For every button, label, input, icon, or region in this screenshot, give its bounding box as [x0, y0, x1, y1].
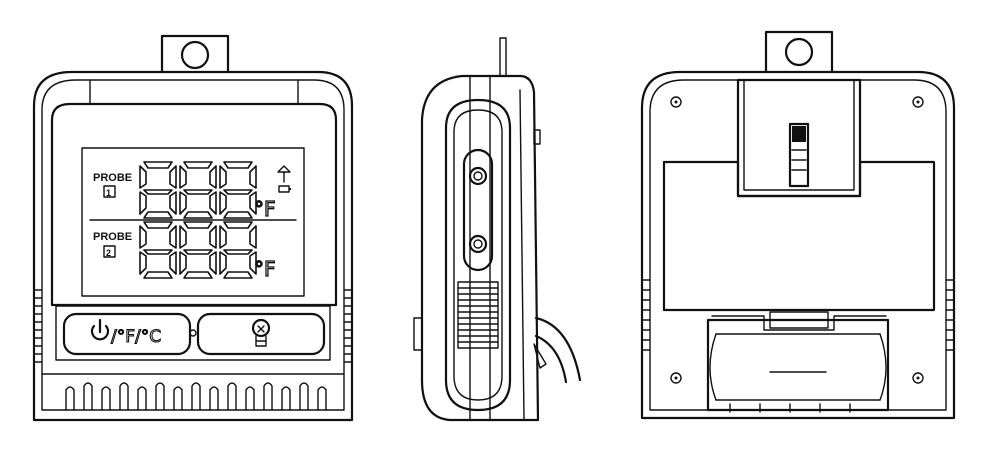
probe1-index: 1 — [106, 188, 111, 198]
display-window — [50, 102, 338, 307]
probe2-label: PROBE — [93, 231, 132, 243]
back-side-ribs — [641, 279, 955, 351]
hanging-tab — [160, 34, 230, 78]
battery-icon — [278, 185, 291, 193]
side-capsule — [444, 98, 512, 412]
row2-unit: °F — [254, 257, 276, 281]
power-icon — [90, 318, 110, 341]
side-button-lower[interactable] — [468, 234, 488, 254]
back-panel — [662, 160, 936, 312]
screws — [670, 96, 924, 384]
hanging-hole — [180, 40, 210, 70]
vent-fins — [65, 382, 327, 411]
antenna-icon — [277, 165, 291, 183]
back-body — [640, 70, 956, 420]
back-view — [640, 30, 956, 420]
probe2-index: 2 — [106, 248, 111, 258]
bulb-icon — [251, 318, 271, 347]
side-button-upper[interactable] — [468, 166, 488, 186]
side-grip — [457, 281, 499, 349]
front-view: PROBE 1 PROBE 2 °F — [32, 34, 354, 422]
row1-digits — [139, 161, 257, 219]
power-unit-label: /°F/°C — [111, 327, 161, 347]
side-view — [413, 37, 582, 422]
row1-unit: °F — [254, 197, 276, 221]
row2-digits — [139, 221, 257, 279]
back-hanging-tab — [764, 30, 834, 78]
lcd-panel — [81, 147, 305, 297]
side-cable — [534, 316, 582, 384]
probe1-label: PROBE — [93, 172, 132, 184]
light-button[interactable] — [196, 312, 326, 356]
front-body — [32, 70, 354, 422]
slide-switch[interactable] — [788, 122, 810, 188]
side-button-strip — [462, 148, 494, 272]
side-ribs — [33, 289, 353, 363]
back-hanging-hole — [784, 37, 814, 67]
top-wire — [499, 37, 507, 79]
